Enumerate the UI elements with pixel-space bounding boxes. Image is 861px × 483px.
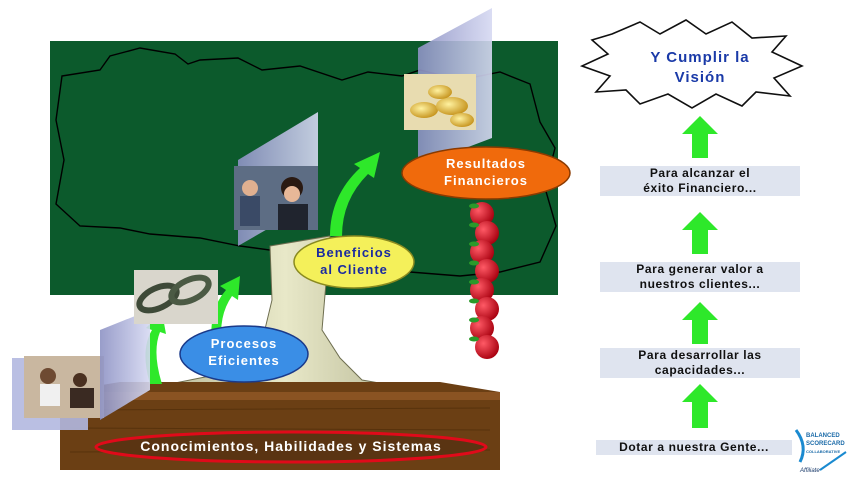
apple — [475, 335, 499, 359]
apple — [475, 297, 499, 321]
financial-ellipse — [401, 146, 571, 200]
apple — [475, 221, 499, 245]
processes-ellipse — [179, 325, 309, 383]
base-label: Conocimientos, Habilidades y Sistemas — [140, 438, 442, 454]
apple — [475, 259, 499, 283]
step-people: Dotar a nuestra Gente... — [596, 440, 792, 455]
processes-label: Procesos Eficientes — [208, 336, 280, 368]
logo-text: BALANCED SCORECARD COLLABORATIVE — [806, 433, 845, 454]
step-capabilities: Para desarrollar las capacidades... — [600, 348, 800, 378]
apple-leaf — [469, 260, 479, 266]
photo-panel-financial — [404, 8, 492, 166]
customer-ellipse — [293, 235, 415, 289]
apple-leaf — [469, 241, 479, 247]
base-label-ellipse — [94, 430, 488, 464]
step-customers: Para generar valor a nuestros clientes..… — [600, 262, 800, 292]
step-arrows — [682, 116, 718, 428]
vision-label: Y Cumplir la Visión — [650, 49, 750, 86]
photo-panel-chain — [134, 270, 218, 324]
logo-tag: Affiliate — [800, 468, 820, 474]
apples — [469, 202, 499, 359]
customer-label: Beneficios al Cliente — [316, 245, 392, 277]
step-financial: Para alcanzar el éxito Financiero... — [600, 166, 800, 196]
financial-label: Resultados Financieros — [444, 156, 528, 188]
apple-leaf — [469, 336, 479, 342]
balanced-scorecard-logo — [794, 429, 847, 471]
apple-leaf — [469, 222, 479, 228]
vision-burst — [579, 19, 804, 109]
photo-panel-customer — [234, 112, 318, 246]
apple-leaf — [469, 317, 479, 323]
apple-leaf — [469, 279, 479, 285]
apple-leaf — [469, 203, 479, 209]
photo-panel-processes — [12, 310, 150, 430]
apple-leaf — [469, 298, 479, 304]
